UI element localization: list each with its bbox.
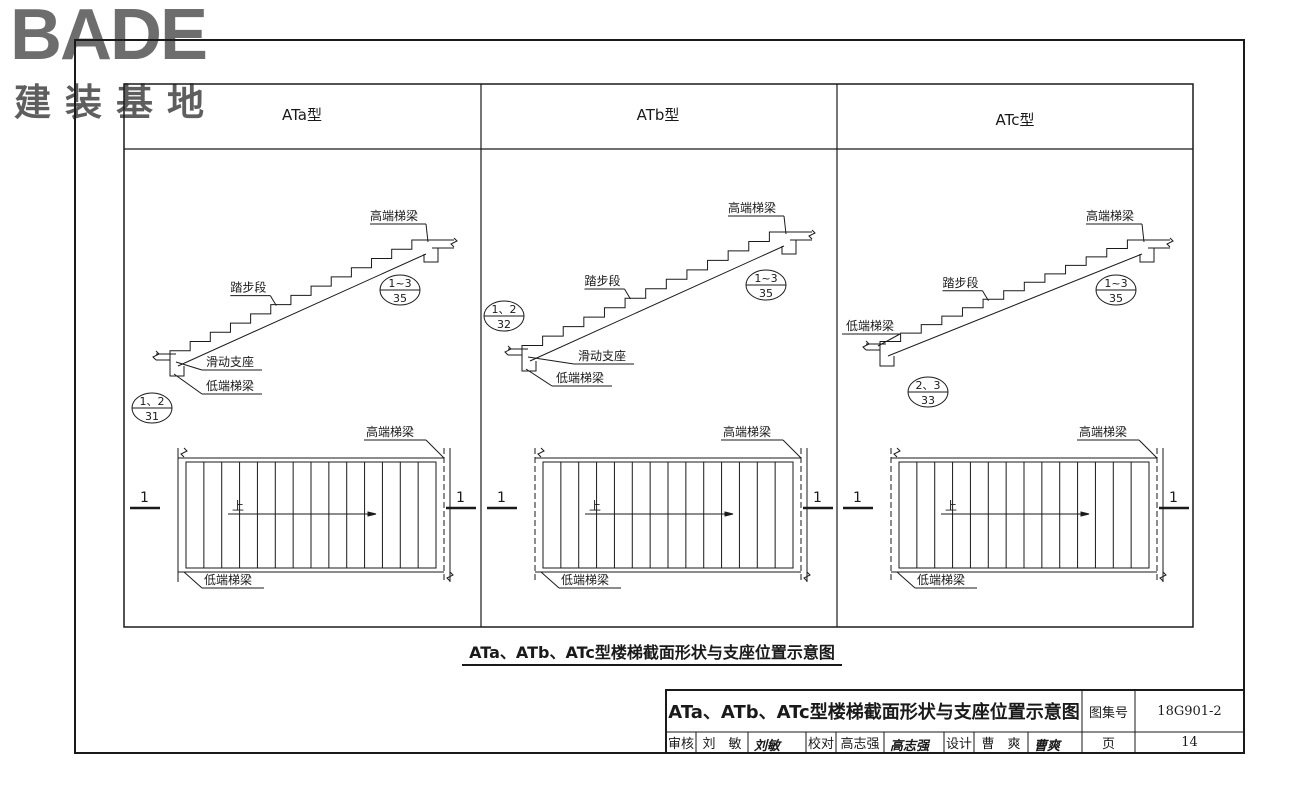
detail-callout-top-top: 1~3 — [388, 277, 411, 290]
detail-callout-bottom-bottom: 31 — [145, 410, 159, 423]
atlas-label: 图集号 — [1088, 705, 1128, 721]
label-top-beam: 高端梯梁 — [728, 200, 776, 215]
label-low-beam: 低端梯梁 — [846, 318, 894, 333]
bade-logo: BADE 建装基地 — [10, 0, 260, 124]
atlas-number: 18G901-2 — [1157, 703, 1222, 719]
label-low-beam: 低端梯梁 — [206, 378, 254, 393]
panel-title-ata: ATa型 — [282, 106, 322, 124]
checker-name: 高志强 — [840, 737, 880, 752]
section-mark-right: 1 — [456, 490, 465, 506]
label-sliding-support: 滑动支座 — [206, 354, 254, 369]
detail-callout-bottom-top: 1、2 — [492, 303, 517, 316]
plan-label-low-beam: 低端梯梁 — [204, 572, 252, 587]
panel-title-atb: ATb型 — [636, 106, 680, 124]
reviewer-name: 刘 敏 — [702, 737, 742, 752]
label-top-beam: 高端梯梁 — [1086, 208, 1134, 223]
page-label: 页 — [1101, 737, 1115, 752]
title-block — [665, 689, 1245, 754]
drawing-caption: ATa、ATb、ATc型楼梯截面形状与支座位置示意图 — [469, 643, 835, 662]
section-mark-right: 1 — [813, 490, 822, 506]
detail-callout-top-bottom: 35 — [1109, 292, 1123, 305]
detail-callout-top-bottom: 35 — [393, 292, 407, 305]
section-mark-left: 1 — [140, 490, 149, 506]
label-step-section: 踏步段 — [942, 275, 978, 290]
panel-title-atc: ATc型 — [995, 111, 1035, 129]
detail-callout-top-top: 1~3 — [1104, 277, 1127, 290]
detail-callout-top-top: 1~3 — [754, 272, 777, 285]
designer-signature: 曹爽 — [1034, 739, 1061, 754]
plan-label-top-beam: 高端梯梁 — [366, 424, 414, 439]
design-label: 设计 — [945, 737, 972, 752]
sheet-border — [74, 39, 1245, 754]
check-label: 校对 — [807, 737, 834, 752]
detail-callout-bottom-top: 1、2 — [140, 395, 165, 408]
section-mark-left: 1 — [497, 490, 506, 506]
plan-label-low-beam: 低端梯梁 — [917, 572, 965, 587]
section-mark-right: 1 — [1169, 490, 1178, 506]
designer-name: 曹 爽 — [981, 737, 1021, 752]
reviewer-signature: 刘敏 — [754, 739, 781, 754]
detail-callout-bottom-bottom: 33 — [921, 394, 935, 407]
label-step-section: 踏步段 — [584, 273, 620, 288]
label-up: 上 — [232, 499, 244, 513]
plan-label-low-beam: 低端梯梁 — [561, 572, 609, 587]
review-label: 审核 — [667, 737, 694, 752]
logo-wordmark: BADE — [10, 0, 208, 75]
label-top-beam: 高端梯梁 — [370, 208, 418, 223]
detail-callout-bottom-bottom: 32 — [497, 318, 511, 331]
label-low-beam: 低端梯梁 — [556, 370, 604, 385]
page-number: 14 — [1181, 735, 1198, 750]
label-sliding-support: 滑动支座 — [578, 348, 626, 363]
label-up: 上 — [945, 499, 957, 513]
label-step-section: 踏步段 — [230, 280, 266, 295]
section-mark-left: 1 — [853, 490, 862, 506]
title-block-title: ATa、ATb、ATc型楼梯截面形状与支座位置示意图 — [668, 702, 1080, 723]
checker-signature: 高志强 — [890, 739, 930, 754]
detail-callout-top-bottom: 35 — [759, 287, 773, 300]
plan-label-top-beam: 高端梯梁 — [1079, 424, 1127, 439]
plan-label-top-beam: 高端梯梁 — [723, 424, 771, 439]
drawing-frame — [123, 83, 1194, 628]
label-up: 上 — [589, 499, 601, 513]
detail-callout-bottom-top: 2、3 — [916, 379, 941, 392]
logo-subtitle: 建装基地 — [14, 81, 218, 124]
